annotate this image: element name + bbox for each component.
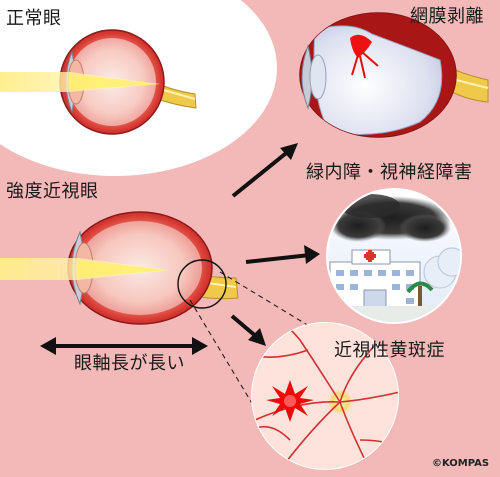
axial-length-arrow bbox=[40, 337, 208, 355]
myopic-maculopathy-label: 近視性黄斑症 bbox=[334, 340, 445, 361]
copyright-credit: ©KOMPAS bbox=[432, 458, 490, 469]
retinal-detachment-illustration bbox=[299, 12, 489, 138]
glaucoma-label: 緑内障・視神経障害 bbox=[306, 162, 473, 183]
high-myopia-label: 強度近視眼 bbox=[6, 181, 99, 202]
normal-eye-illustration bbox=[0, 29, 197, 135]
glaucoma-vision-illustration bbox=[326, 188, 462, 324]
myopic-eye-illustration bbox=[0, 211, 239, 325]
normal-eye-label: 正常眼 bbox=[6, 8, 62, 29]
arrow-to-detachment bbox=[231, 143, 298, 198]
retinal-detachment-label: 網膜剥離 bbox=[410, 6, 484, 27]
arrow-to-maculopathy bbox=[230, 314, 266, 346]
arrow-to-glaucoma bbox=[245, 245, 320, 264]
axial-length-label: 眼軸長が長い bbox=[74, 353, 185, 374]
